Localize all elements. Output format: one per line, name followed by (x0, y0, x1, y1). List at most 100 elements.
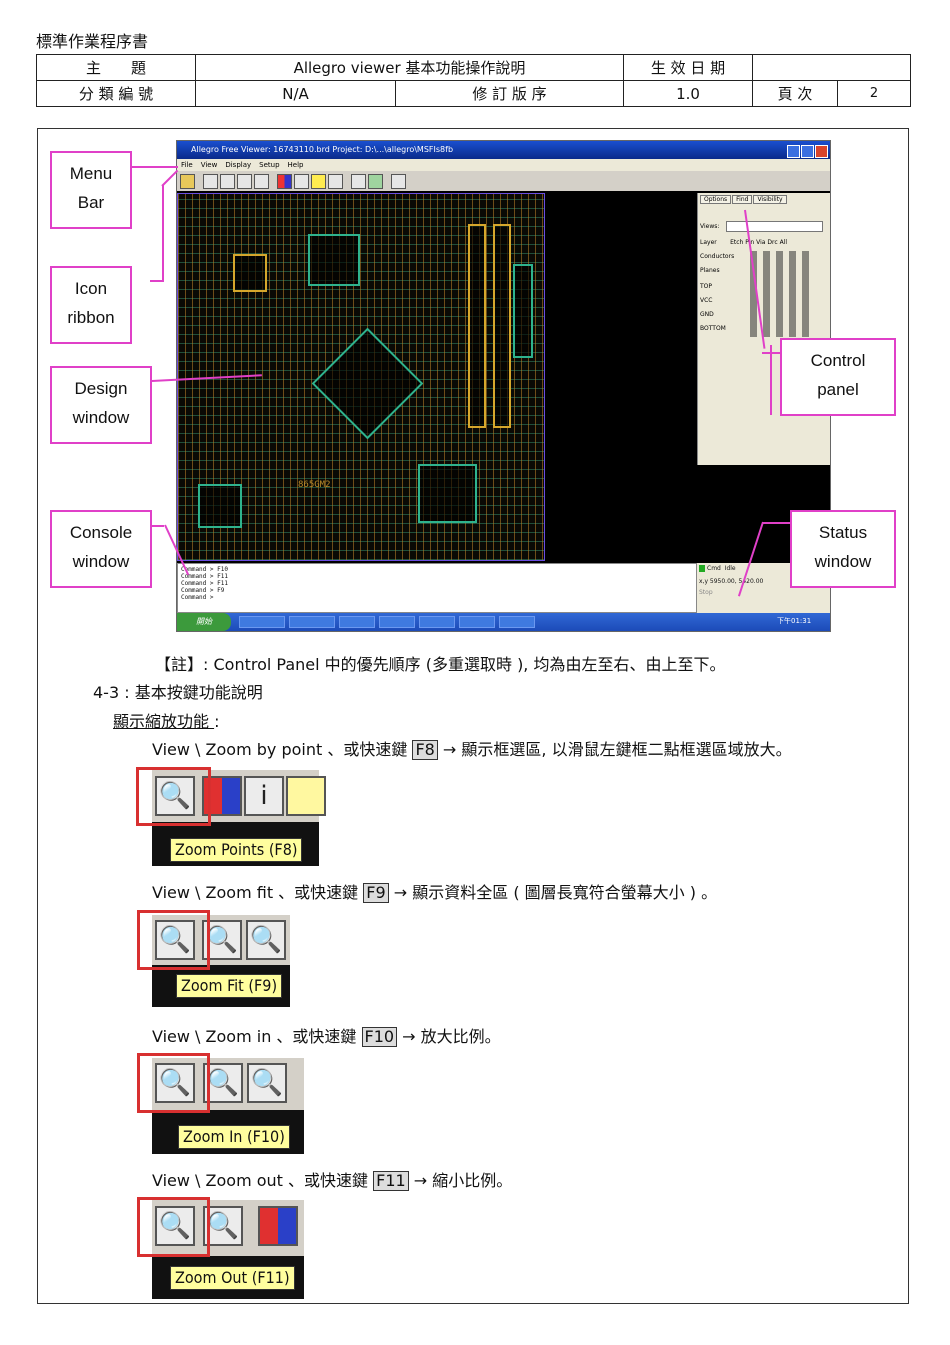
taskbar-item[interactable] (339, 616, 375, 628)
status-cmd: Cmd (699, 565, 721, 572)
callout-control-panel: Control panel (780, 338, 896, 416)
design-window[interactable]: 865GM2 (177, 193, 545, 561)
chip (418, 464, 477, 523)
taskbar-item[interactable] (499, 616, 535, 628)
slot (468, 224, 486, 428)
grid-icon[interactable] (351, 174, 366, 189)
views-label: Views: (700, 223, 720, 230)
minimize-icon[interactable] (787, 145, 800, 158)
board-label: 865GM2 (298, 480, 331, 490)
zoom-out-icon[interactable]: 🔍 (155, 1206, 195, 1246)
menu-file[interactable]: File (181, 161, 193, 169)
layer-row: VCC (700, 297, 713, 304)
highlight-icon[interactable] (286, 776, 326, 816)
icon-ribbon (177, 171, 830, 191)
menu-setup[interactable]: Setup (259, 161, 280, 169)
info-icon[interactable]: i (244, 776, 284, 816)
zoom-points-icon[interactable] (203, 174, 218, 189)
zoom-fit-line: View \ Zoom fit 、或快速鍵 F9 → 顯示資料全區 ( 圖層長寬… (152, 879, 717, 903)
color-icon[interactable] (277, 174, 292, 189)
info-icon[interactable] (294, 174, 309, 189)
effective-date-label: 生 效 日 期 (623, 54, 753, 81)
callout-text: ribbon (67, 308, 115, 327)
tab-visibility[interactable]: Visibility (753, 195, 787, 204)
zoom-fit-desc: → 顯示資料全區 ( 圖層長寬符合螢幕大小 ) 。 (388, 883, 718, 902)
callout-text: window (814, 552, 872, 571)
maximize-icon[interactable] (801, 145, 814, 158)
layer-row: TOP (700, 283, 713, 290)
callout-text: Console (69, 523, 133, 542)
layer-header: Layer Etch Pin Via Drc All (700, 239, 787, 246)
tab-options[interactable]: Options (700, 195, 732, 204)
highlight-box (137, 1053, 210, 1113)
header-table: 主 題 Allegro viewer 基本功能操作說明 生 效 日 期 分 類 … (36, 54, 911, 107)
class-number-label: 分 類 編 號 (36, 80, 196, 107)
taskbar-item[interactable] (419, 616, 455, 628)
console-line: Command > F10 (181, 566, 228, 573)
callout-text: Menu (69, 164, 113, 183)
layer-row: Planes (700, 267, 720, 274)
all-col: All (779, 239, 788, 246)
start-button[interactable]: 開始 (177, 613, 231, 631)
clock: 下午01:31 (777, 617, 812, 625)
highlight-box (137, 910, 210, 970)
highlight-icon[interactable] (311, 174, 326, 189)
callout-text: Design (74, 379, 128, 398)
zoom-points-icon[interactable]: 🔍 (247, 1063, 287, 1103)
console-line: Command > F11 (181, 573, 228, 580)
allegro-screenshot: Allegro Free Viewer: 16743110.brd Projec… (176, 140, 831, 632)
via-col: Via (756, 239, 766, 246)
callout-line (162, 185, 164, 282)
window-title: Allegro Free Viewer: 16743110.brd Projec… (177, 141, 830, 159)
refresh-icon[interactable] (368, 174, 383, 189)
dehighlight-icon[interactable] (328, 174, 343, 189)
zoom-points-icon[interactable]: 🔍 (155, 776, 195, 816)
zoom-points-desc: → 顯示框選區, 以滑鼠左鍵框二點框選區域放大。 (437, 740, 792, 759)
callout-text: Icon (74, 279, 108, 298)
taskbar-item[interactable] (379, 616, 415, 628)
slot (493, 224, 511, 428)
etch-col: Etch (730, 239, 744, 246)
close-icon[interactable] (815, 145, 828, 158)
callout-line (130, 166, 178, 168)
callout-text: panel (817, 380, 859, 399)
key-f8: F8 (412, 740, 438, 760)
menu-display[interactable]: Display (225, 161, 252, 169)
menu-bar: File View Display Setup Help (177, 159, 830, 171)
key-f10: F10 (361, 1027, 398, 1047)
color-icon[interactable] (258, 1206, 298, 1246)
menu-help[interactable]: Help (287, 161, 304, 169)
views-select[interactable] (726, 221, 823, 232)
help-icon[interactable] (391, 174, 406, 189)
subject-label: 主 題 (36, 54, 196, 81)
zoom-points-prefix: View \ Zoom by point 、或快速鍵 (152, 740, 413, 759)
tab-find[interactable]: Find (732, 195, 753, 204)
zoom-in-icon[interactable] (237, 174, 252, 189)
coordinates-readout: x,y 5950.00, 5420.00 (699, 578, 764, 585)
callout-line (150, 280, 164, 282)
zoom-out-tooltip: Zoom Out (F11) (170, 1266, 295, 1290)
page-value: 2 (837, 80, 911, 107)
zoom-fit-icon[interactable] (220, 174, 235, 189)
menu-view[interactable]: View (200, 161, 218, 169)
taskbar-item[interactable] (239, 616, 285, 628)
window-controls (786, 143, 828, 162)
zoom-out-icon[interactable]: 🔍 (246, 920, 286, 960)
design-canvas-empty[interactable] (545, 193, 697, 561)
open-icon[interactable] (180, 174, 195, 189)
console-window[interactable]: Command > F10 Command > F11 Command > F1… (177, 563, 697, 613)
taskbar-item[interactable] (459, 616, 495, 628)
callout-menu-bar: Menu Bar (50, 151, 132, 229)
console-line: Command > F11 (181, 580, 228, 587)
zoom-out-icon[interactable] (254, 174, 269, 189)
revision-value: 1.0 (623, 80, 753, 107)
zoom-fit-icon[interactable]: 🔍 (155, 920, 195, 960)
stop-button[interactable]: Stop (699, 589, 713, 596)
status-idle: Idle (724, 565, 736, 572)
zoom-in-icon[interactable]: 🔍 (155, 1063, 195, 1103)
subject-value: Allegro viewer 基本功能操作說明 (195, 54, 624, 81)
taskbar-item[interactable] (289, 616, 335, 628)
page-label: 頁 次 (752, 80, 838, 107)
